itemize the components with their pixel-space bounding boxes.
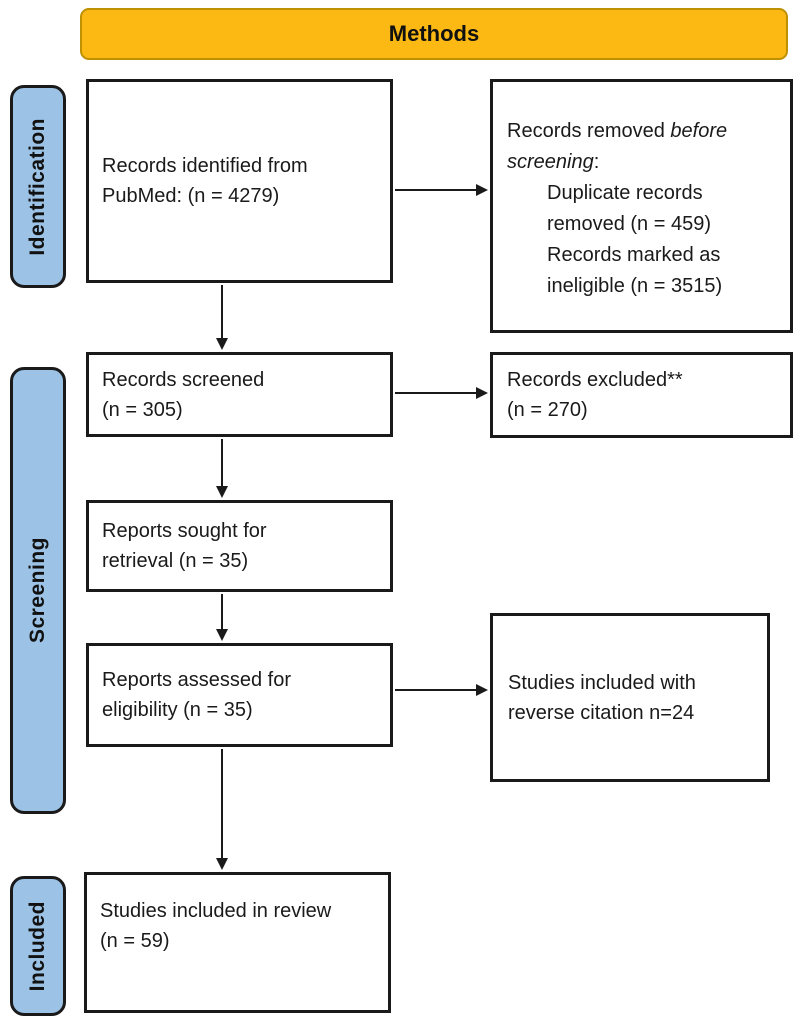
stage-label-included-text: Included [26, 900, 49, 992]
box-line: Studies included with [508, 671, 696, 694]
box-records-excluded: Records excluded** (n = 270) [490, 352, 793, 438]
box-line: Records screened [102, 368, 265, 391]
box-studies-included: Studies included in review (n = 59) [84, 872, 391, 1013]
box-line: removed (n = 459) [547, 213, 711, 235]
box-line: PubMed: (n = 4279) [102, 185, 280, 207]
box-records-screened: Records screened (n = 305) [86, 352, 393, 437]
box-line: eligibility (n = 35) [102, 699, 253, 721]
stage-label-screening-text: Screening [26, 537, 49, 644]
box-line: (n = 59) [100, 930, 170, 952]
stage-label-screening: Screening [10, 367, 66, 814]
arrow-head-icon [476, 387, 488, 399]
box-line: (n = 270) [507, 399, 588, 421]
box-line: Reports sought for [102, 520, 267, 542]
arrow-head-icon [216, 629, 228, 641]
box-line: Records removed before [507, 120, 728, 142]
arrow-screened-to-excluded [395, 387, 488, 399]
box-line: Reports assessed for [102, 669, 291, 691]
arrow-head-icon [476, 684, 488, 696]
box-line: Records identified from [102, 155, 308, 177]
arrow-shaft [395, 689, 478, 691]
arrow-head-icon [216, 338, 228, 350]
arrow-assessed-to-reverse [395, 684, 488, 696]
box-line: ineligible (n = 3515) [547, 275, 723, 297]
arrow-head-icon [476, 184, 488, 196]
arrow-head-icon [216, 486, 228, 498]
box-line: screening: [507, 151, 600, 173]
stage-label-identification: Identification [10, 85, 66, 288]
arrow-head-icon [216, 858, 228, 870]
methods-title: Methods [388, 21, 480, 46]
box-reports-sought: Reports sought for retrieval (n = 35) [86, 500, 393, 592]
arrow-assessed-to-included [216, 749, 228, 870]
methods-header: Methods [80, 8, 788, 60]
arrow-shaft [395, 392, 478, 394]
box-line: reverse citation n=24 [508, 701, 695, 724]
stage-label-included: Included [10, 876, 66, 1016]
box-line: Records marked as [547, 244, 721, 266]
box-line: retrieval (n = 35) [102, 550, 249, 572]
arrow-shaft [395, 189, 478, 191]
box-records-removed: Records removed before screening: Duplic… [490, 79, 793, 333]
arrow-shaft [221, 749, 223, 860]
box-studies-reverse-citation: Studies included with reverse citation n… [490, 613, 770, 782]
stage-label-identification-text: Identification [26, 117, 49, 256]
arrow-shaft [221, 439, 223, 488]
box-line: Duplicate records [547, 182, 703, 204]
box-records-identified: Records identified from PubMed: (n = 427… [86, 79, 393, 283]
arrow-shaft [221, 594, 223, 631]
box-reports-assessed: Reports assessed for eligibility (n = 35… [86, 643, 393, 747]
box-line: (n = 305) [102, 398, 183, 421]
arrow-sought-to-assessed [216, 594, 228, 641]
arrow-screened-to-sought [216, 439, 228, 498]
arrow-identified-to-removed [395, 184, 488, 196]
arrow-shaft [221, 285, 223, 340]
box-line: Records excluded** [507, 369, 683, 391]
arrow-identified-to-screened [216, 285, 228, 350]
box-line: Studies included in review [100, 900, 332, 922]
